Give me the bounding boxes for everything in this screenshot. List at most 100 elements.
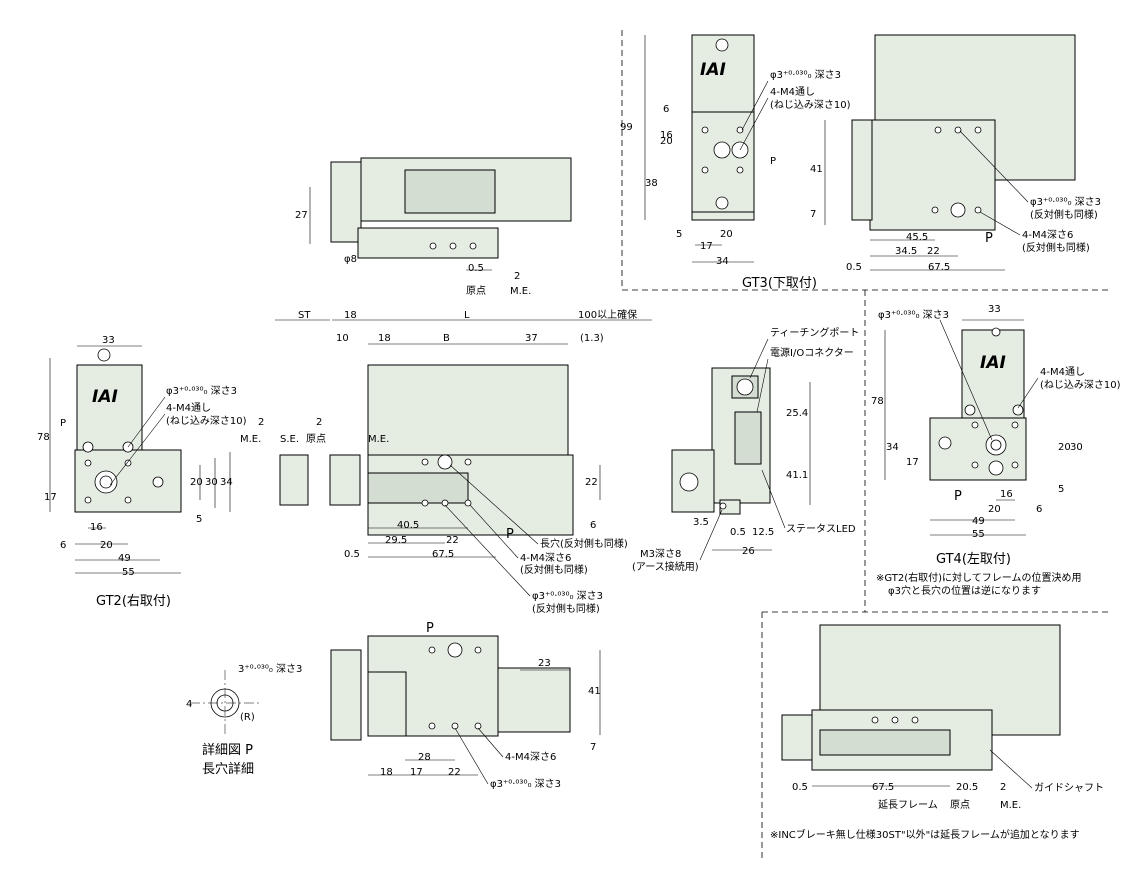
- gt3-d17: 17: [700, 241, 713, 252]
- end-power: 電源I/Oコネクター: [770, 346, 854, 359]
- gt2-d49: 49: [118, 553, 131, 564]
- front-d2b: 2: [316, 417, 322, 428]
- gt3-d5: 5: [676, 229, 682, 240]
- gt3-s345: 34.5: [895, 246, 917, 257]
- bottom-d17: 17: [410, 767, 423, 778]
- brake-d675: 67.5: [872, 782, 894, 793]
- gt4-d16: 16: [1000, 489, 1013, 500]
- end-d411: 41.1: [786, 470, 808, 481]
- gt3-hole-note: φ3⁺⁰·⁰³⁰₀ 深さ3: [770, 69, 841, 81]
- gt3-p-side: P: [985, 231, 993, 246]
- front-b: B: [443, 333, 450, 344]
- front-d22b: 22: [446, 535, 459, 546]
- gt3-thread-note-1: 4-M4通し: [770, 86, 815, 98]
- gt3-side-hole-1: φ3⁺⁰·⁰³⁰₀ 深さ3: [1030, 196, 1101, 208]
- gt4-thread-note-1: 4-M4通し: [1040, 366, 1085, 378]
- brake-d205: 20.5: [956, 782, 978, 793]
- bottom-view: P 23 41 7 28 18 17 22 4-M4深さ6 φ3⁺⁰·⁰³⁰₀ …: [330, 621, 601, 790]
- end-d26: 26: [742, 546, 755, 557]
- front-d18b: 18: [378, 333, 391, 344]
- gt4-hole-note: φ3⁺⁰·⁰³⁰₀ 深さ3: [878, 309, 949, 321]
- gt4-v20: 20: [1058, 442, 1071, 453]
- front-view: ST 18 L 100以上確保 10 18 B 37 (1.3) 2 2 M.E…: [240, 308, 652, 615]
- front-hole-2: (反対側も同様): [532, 602, 600, 615]
- gt4-v5: 5: [1058, 484, 1064, 495]
- bottom-d22: 22: [448, 767, 461, 778]
- gt3-s675: 67.5: [928, 262, 950, 273]
- end-m3-2: (アース接続用): [632, 560, 699, 573]
- gt3-caption: GT3(下取付): [742, 276, 817, 291]
- bottom-d41: 41: [588, 686, 601, 697]
- detail-p: 3⁺⁰·⁰³⁰₀ 深さ3 4 (R) 詳細図 P 長穴詳細: [186, 663, 302, 777]
- brake-d2: 2: [1000, 782, 1006, 793]
- end-d35: 3.5: [693, 517, 709, 528]
- gt4-width: 33: [988, 304, 1001, 315]
- gt3-d20: 20: [720, 229, 733, 240]
- gt2-d55: 55: [122, 567, 135, 578]
- gt2-d6: 6: [60, 540, 66, 551]
- gt4-v17: 17: [906, 457, 919, 468]
- gt3-s05: 0.5: [846, 262, 862, 273]
- gt3-side-thread-1: 4-M4深さ6: [1022, 229, 1073, 241]
- front-clearance: 100以上確保: [578, 308, 637, 321]
- brake-guide: ガイドシャフト: [1034, 782, 1104, 794]
- end-teaching: ティーチングポート: [770, 326, 859, 339]
- gt4-caption: GT4(左取付): [936, 552, 1011, 567]
- front-me-right: M.E.: [368, 434, 389, 445]
- detail-d4: 4: [186, 699, 192, 710]
- gt2-hole-note: φ3⁺⁰·⁰³⁰₀ 深さ3: [166, 385, 237, 397]
- end-view: ティーチングポート 電源I/Oコネクター 25.4 41.1 3.5 0.5 1…: [632, 326, 859, 573]
- gt4-logo: IAI: [980, 353, 1006, 373]
- gt4-d49: 49: [972, 516, 985, 527]
- end-d05: 0.5: [730, 527, 746, 538]
- front-d6: 6: [590, 520, 596, 531]
- gt4-thread-note-2: (ねじ込み深さ10): [1040, 379, 1121, 391]
- brake-origin: 原点: [950, 799, 970, 811]
- front-p: P: [506, 527, 514, 542]
- bottom-d28: 28: [418, 752, 431, 763]
- bottom-p: P: [426, 621, 434, 636]
- end-m3-1: M3深さ8: [640, 548, 681, 560]
- gt4-height: 78: [871, 396, 884, 407]
- top-d2: 2: [514, 271, 520, 282]
- front-d2a: 2: [258, 417, 264, 428]
- gt4-note-2: φ3穴と長穴の位置は逆になります: [888, 584, 1041, 597]
- gt3-s22: 22: [927, 246, 940, 257]
- front-me-left: M.E.: [240, 434, 261, 445]
- gt2-d16: 16: [90, 522, 103, 533]
- top-d05: 0.5: [468, 263, 484, 274]
- gt2-logo: IAI: [92, 387, 118, 407]
- front-d405: 40.5: [397, 520, 419, 531]
- gt2-v20: 20: [190, 477, 203, 488]
- brake-note: ※INCブレーキ無し仕様30ST"以外"は延長フレームが追加となります: [770, 828, 1080, 841]
- top-d27: 27: [295, 210, 308, 221]
- front-d675: 67.5: [432, 549, 454, 560]
- front-d295: 29.5: [385, 535, 407, 546]
- front-thread-2: (反対側も同様): [520, 563, 588, 576]
- gt2-view: IAI 33 78 17 16 6 20 49 55 20 30 34 5 P …: [37, 335, 247, 609]
- gt2-caption: GT2(右取付): [96, 594, 171, 609]
- front-st: ST: [298, 310, 311, 321]
- bottom-d18: 18: [380, 767, 393, 778]
- gt3-s41: 41: [810, 164, 823, 175]
- top-me: M.E.: [510, 286, 531, 297]
- top-d8: φ8: [344, 254, 357, 265]
- gt3-h16: 16: [660, 130, 673, 141]
- gt4-v34: 34: [886, 442, 899, 453]
- gt2-width: 33: [102, 335, 115, 346]
- frame-lines: [621, 30, 1110, 860]
- bottom-hole: φ3⁺⁰·⁰³⁰₀ 深さ3: [490, 778, 561, 790]
- bottom-thread: 4-M4深さ6: [505, 751, 556, 763]
- gt2-d17: 17: [44, 492, 57, 503]
- gt2-thread-note-1: 4-M4通し: [166, 402, 211, 414]
- front-origin: 原点: [306, 433, 326, 445]
- gt2-thread-note-2: (ねじ込み深さ10): [166, 415, 247, 427]
- front-hole-1: φ3⁺⁰·⁰³⁰₀ 深さ3: [532, 590, 603, 602]
- bottom-d23: 23: [538, 658, 551, 669]
- front-d18a: 18: [344, 310, 357, 321]
- gt2-height: 78: [37, 432, 50, 443]
- gt4-note-1: ※GT2(右取付)に対してフレームの位置決め用: [876, 571, 1081, 584]
- gt3-h99: 99: [620, 122, 633, 133]
- gt4-p: P: [954, 489, 962, 504]
